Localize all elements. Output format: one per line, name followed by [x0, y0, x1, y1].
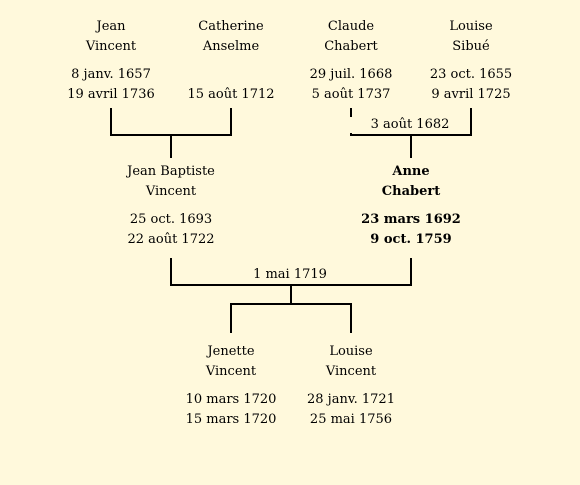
- person-birth-date: 29 juil. 1668: [309, 67, 393, 82]
- person-birth-date: 8 janv. 1657: [71, 67, 151, 82]
- person-last-name: Vincent: [325, 364, 377, 379]
- marriage-date: 3 août 1682: [350, 117, 470, 133]
- person-birth-date: 23 oct. 1655: [429, 67, 513, 82]
- person-first-name: Jean Baptiste: [127, 164, 215, 179]
- person-catherine-anselme: Catherine Anselme 15 août 1712: [161, 17, 301, 105]
- person-claude-chabert: Claude Chabert 29 juil. 1668 5 août 1737: [281, 17, 421, 105]
- connector-line: [410, 258, 412, 286]
- person-jean-baptiste-vincent: Jean Baptiste Vincent 25 oct. 1693 22 ao…: [101, 162, 241, 250]
- connector-line: [410, 134, 412, 158]
- connector-line: [470, 108, 472, 136]
- connector-line: [230, 303, 232, 333]
- person-first-name: Jenette: [207, 344, 255, 359]
- person-first-name: Anne: [392, 164, 430, 179]
- person-birth-date: 23 mars 1692: [361, 212, 461, 227]
- connector-line: [110, 108, 112, 136]
- connector-line: [170, 134, 172, 158]
- person-death-date: 22 août 1722: [127, 232, 215, 247]
- person-jean-vincent: Jean Vincent 8 janv. 1657 19 avril 1736: [41, 17, 181, 105]
- person-last-name: Anselme: [202, 39, 260, 54]
- person-death-date: 25 mai 1756: [309, 412, 393, 427]
- person-birth-date: 10 mars 1720: [185, 392, 277, 407]
- person-first-name: Catherine: [198, 19, 264, 34]
- person-first-name: Louise: [449, 19, 493, 34]
- person-last-name: Vincent: [145, 184, 197, 199]
- person-first-name: Louise: [329, 344, 373, 359]
- person-first-name: Claude: [327, 19, 375, 34]
- person-death-date: 15 août 1712: [187, 87, 275, 102]
- person-birth-date: [161, 65, 301, 85]
- person-louise-vincent: Louise Vincent 28 janv. 1721 25 mai 1756: [281, 342, 421, 430]
- connector-line: [170, 258, 172, 286]
- person-anne-chabert: Anne Chabert 23 mars 1692 9 oct. 1759: [341, 162, 481, 250]
- person-death-date: 19 avril 1736: [67, 87, 155, 102]
- connector-line: [350, 303, 352, 333]
- person-last-name: Vincent: [85, 39, 137, 54]
- person-death-date: 5 août 1737: [311, 87, 391, 102]
- person-last-name: Chabert: [324, 39, 378, 54]
- person-death-date: 15 mars 1720: [185, 412, 277, 427]
- person-louise-sibue: Louise Sibué 23 oct. 1655 9 avril 1725: [401, 17, 541, 105]
- person-birth-date: 25 oct. 1693: [129, 212, 213, 227]
- person-death-date: 9 oct. 1759: [370, 232, 452, 247]
- person-first-name: Jean: [96, 19, 126, 34]
- connector-line: [230, 303, 352, 305]
- person-death-date: 9 avril 1725: [431, 87, 511, 102]
- connector-line: [290, 284, 292, 304]
- connector-line: [230, 108, 232, 136]
- marriage-date: 1 mai 1719: [230, 267, 350, 283]
- person-last-name: Chabert: [381, 184, 441, 199]
- person-birth-date: 28 janv. 1721: [307, 392, 395, 407]
- person-last-name: Sibué: [452, 39, 490, 54]
- person-last-name: Vincent: [205, 364, 257, 379]
- person-jenette-vincent: Jenette Vincent 10 mars 1720 15 mars 172…: [161, 342, 301, 430]
